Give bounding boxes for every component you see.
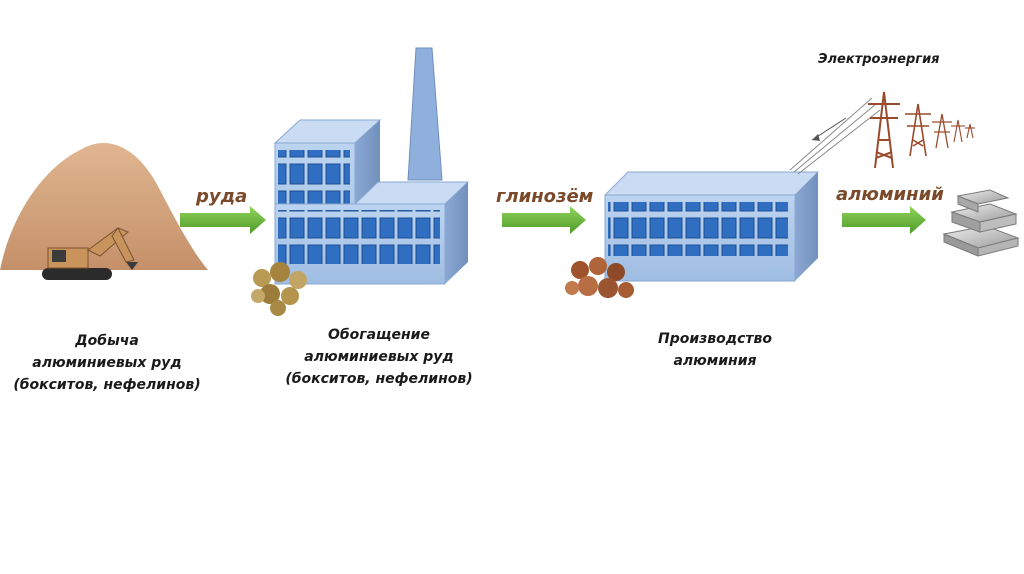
aluminum-ingots-icon xyxy=(942,189,1020,257)
caption-line: (бокситов, нефелинов) xyxy=(285,371,473,387)
stage-caption-production: Производство алюминия xyxy=(612,328,818,372)
ore-pile-icon xyxy=(251,262,307,316)
ore-mound xyxy=(0,143,208,270)
power-tower-icon xyxy=(868,91,975,169)
flow-arrow-aluminum xyxy=(842,206,926,234)
power-flow-arrow xyxy=(811,117,847,141)
flow-label-alumina: глинозём xyxy=(496,186,594,207)
flow-label-ore: руда xyxy=(196,186,248,207)
caption-line: Добыча xyxy=(75,333,139,349)
flow-arrow-ore xyxy=(180,206,266,234)
power-label: Электроэнергия xyxy=(818,52,940,67)
caption-line: алюминиевых руд xyxy=(304,349,454,365)
caption-line: Производство xyxy=(658,331,772,347)
caption-line: Обогащение xyxy=(327,327,430,343)
caption-line: (бокситов, нефелинов) xyxy=(13,377,201,393)
power-lines xyxy=(789,97,881,175)
flow-label-aluminum: алюминий xyxy=(836,184,944,205)
flow-arrow-alumina xyxy=(502,206,586,234)
caption-line: алюминиевых руд xyxy=(32,355,182,371)
stage-caption-mining: Добыча алюминиевых руд (бокситов, нефели… xyxy=(4,330,210,396)
caption-line: алюминия xyxy=(673,353,757,369)
stage-caption-enrichment: Обогащение алюминиевых руд (бокситов, не… xyxy=(276,324,482,390)
excavator-icon xyxy=(42,227,138,280)
aluminum-plant xyxy=(603,171,820,282)
enrichment-plant xyxy=(273,47,470,285)
alumina-pile-icon xyxy=(565,257,634,298)
